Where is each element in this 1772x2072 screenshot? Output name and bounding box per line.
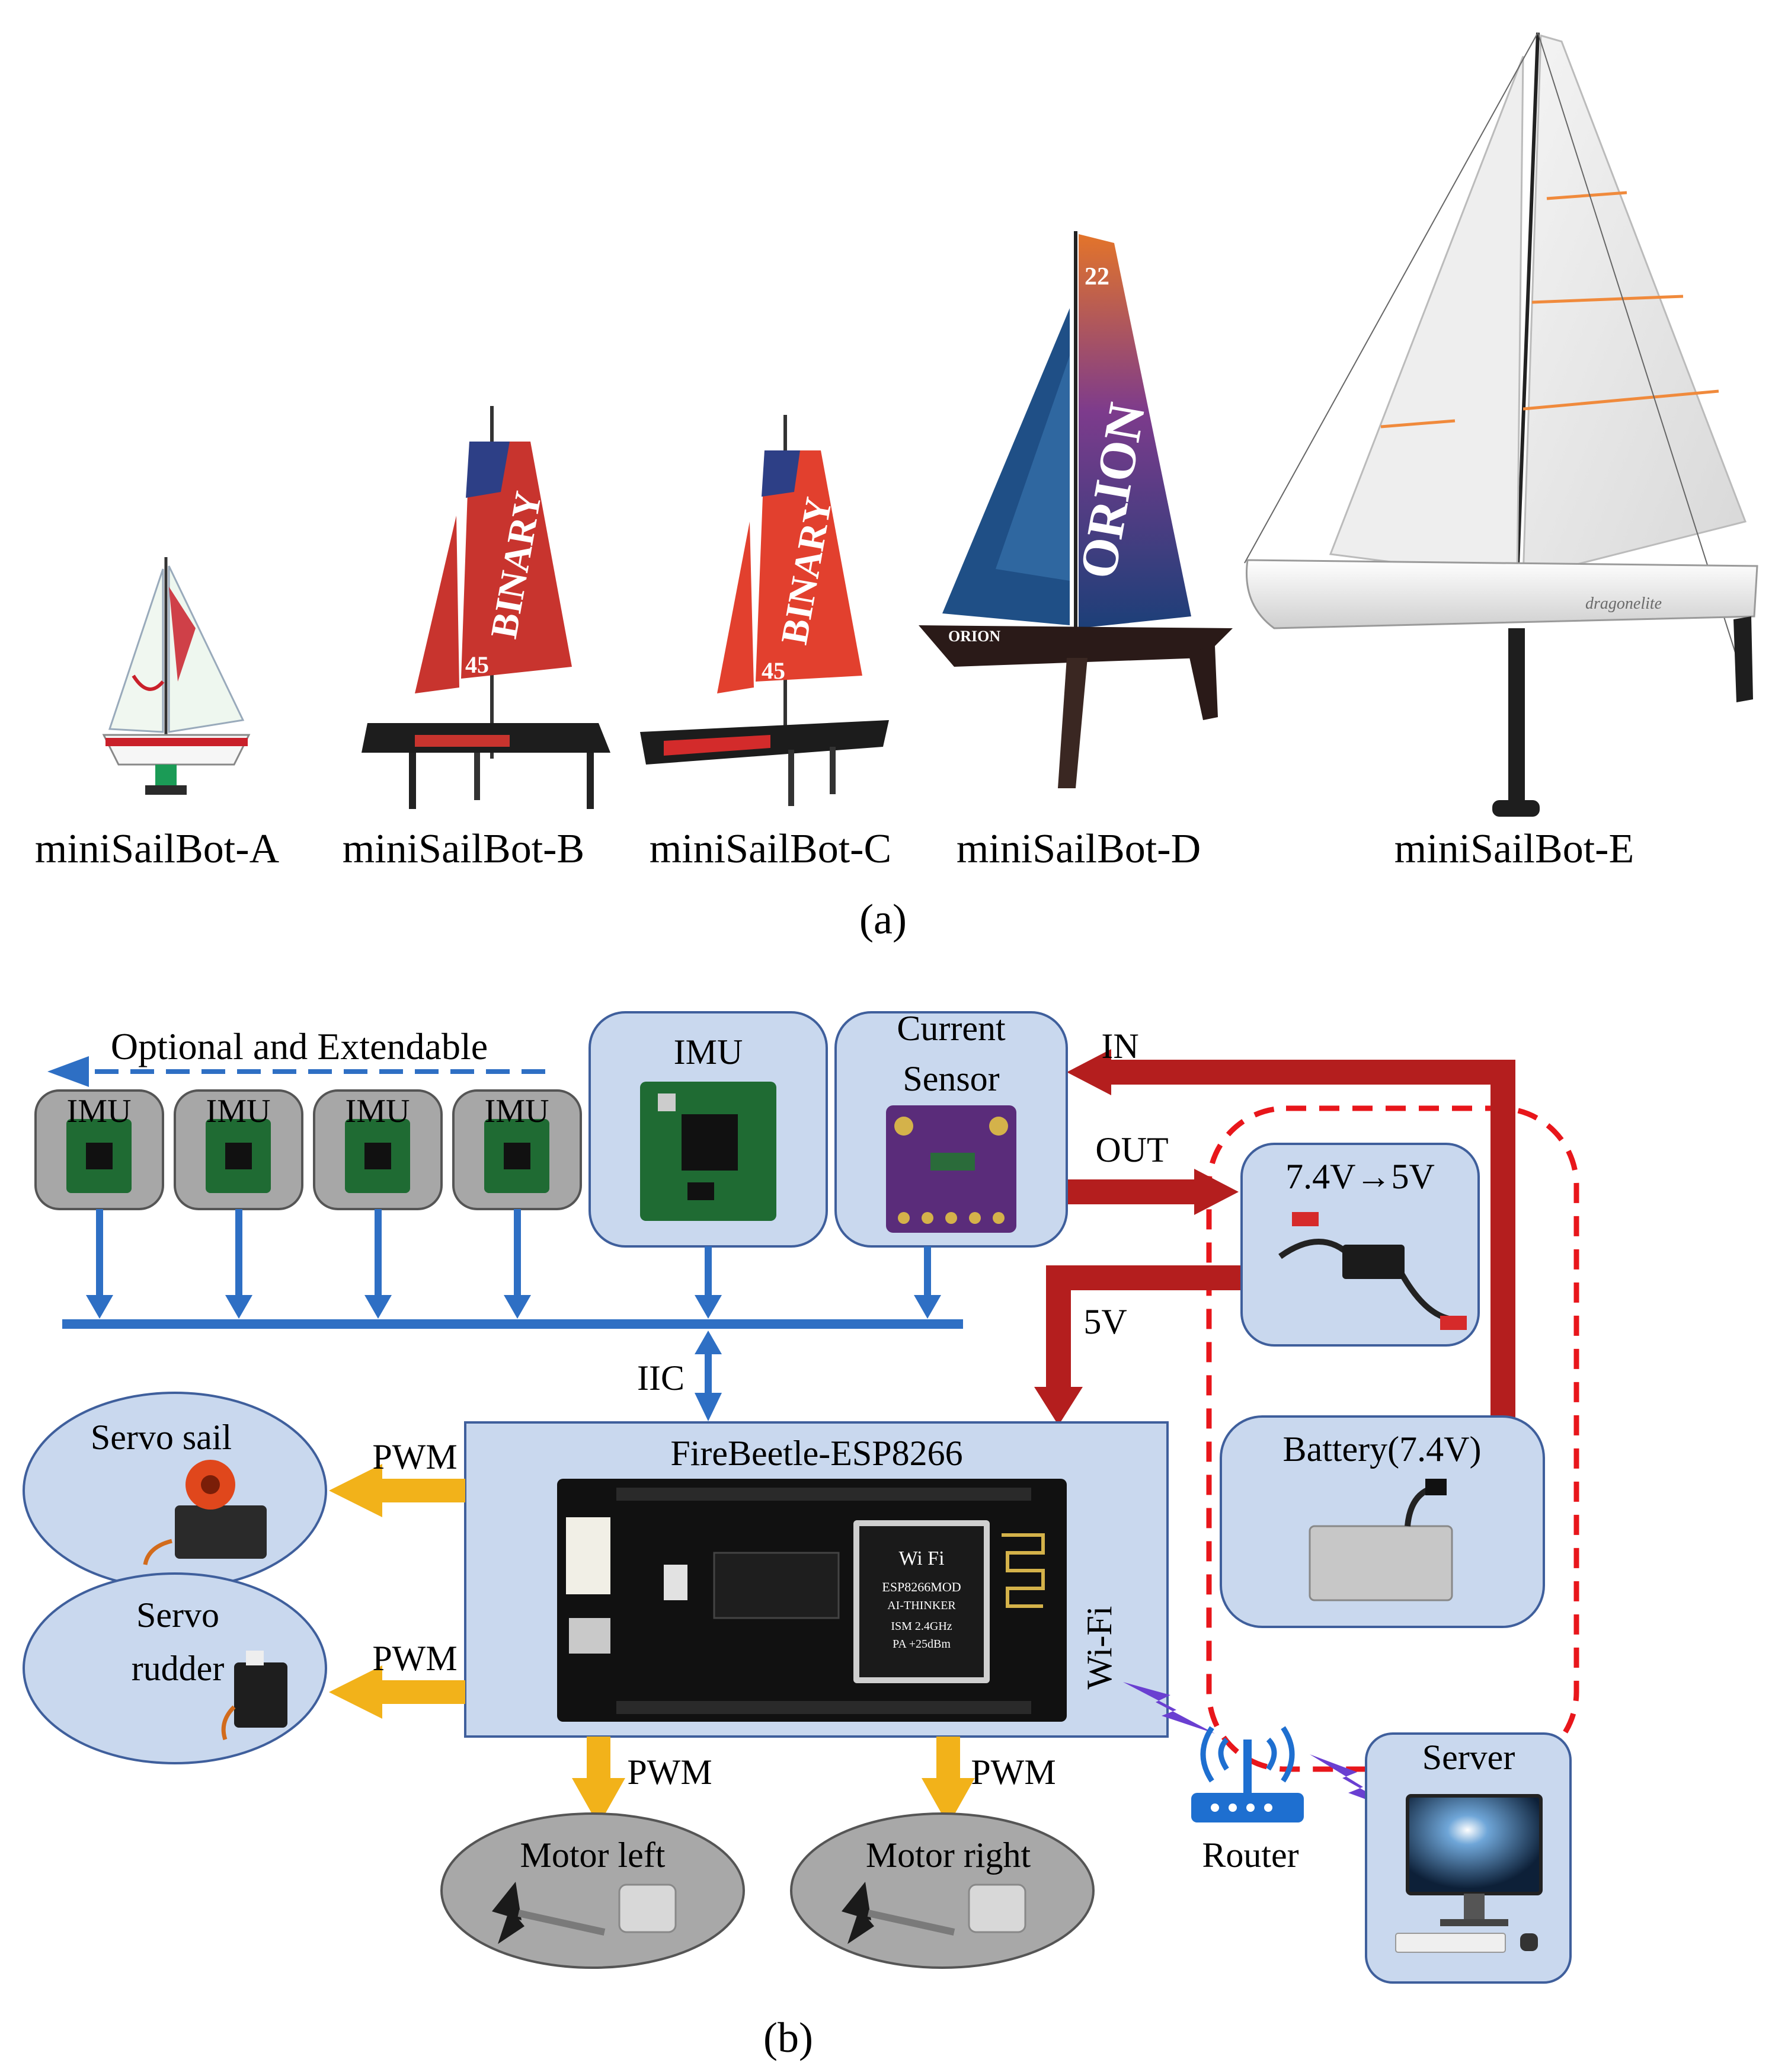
pwm-label-right: PWM xyxy=(971,1753,1055,1792)
panel-b-caption: (b) xyxy=(763,2014,813,2061)
server-box: Server xyxy=(1365,1732,1572,1984)
boat-label-e: miniSailBot-E xyxy=(1394,826,1634,872)
boat-a-image xyxy=(102,557,251,795)
current-sensor-label-2: Sensor xyxy=(903,1059,999,1098)
motor-left-label: Motor left xyxy=(520,1836,666,1875)
router-label: Router xyxy=(1202,1836,1298,1875)
battery-label: Battery(7.4V) xyxy=(1283,1430,1482,1469)
servo-sail-label: Servo sail xyxy=(91,1418,232,1457)
imu-small-label-3: IMU xyxy=(346,1093,410,1130)
pwm-label-left: PWM xyxy=(627,1753,712,1792)
boat-c-image: BINARY 45 xyxy=(640,415,889,806)
servo-rudder-label-2: rudder xyxy=(132,1649,225,1688)
motor-right: Motor right xyxy=(790,1812,1095,1969)
servo-rudder: Servo rudder xyxy=(23,1572,327,1764)
servo-sail: Servo sail xyxy=(23,1392,327,1590)
pwm-label-sail: PWM xyxy=(372,1437,457,1476)
imu-main: IMU xyxy=(588,1011,828,1248)
pwm-label-rudder: PWM xyxy=(372,1639,457,1678)
current-sensor: Current Sensor xyxy=(834,1009,1068,1248)
motor-left: Motor left xyxy=(440,1812,745,1969)
in-label: IN xyxy=(1101,1027,1138,1066)
current-sensor-label-1: Current xyxy=(897,1009,1006,1048)
boat-c-sail-number: 45 xyxy=(762,657,785,684)
boat-b-image: BINARY 45 xyxy=(362,406,610,809)
pwm-arrows xyxy=(329,1464,975,1825)
imu-small-label-2: IMU xyxy=(206,1093,271,1130)
mcu-box: FireBeetle-ESP8266 Wi Fi ESP8266MOD AI-T… xyxy=(464,1421,1169,1738)
chip-module-text: ESP8266MOD xyxy=(882,1579,961,1594)
five-v-label: 5V xyxy=(1083,1302,1127,1341)
boat-label-b: miniSailBot-B xyxy=(343,826,584,872)
chip-brand-text: Wi Fi xyxy=(898,1547,944,1569)
wifi-bolt-server xyxy=(1310,1754,1405,1814)
chip-ism-text: ISM 2.4GHz xyxy=(891,1620,952,1633)
boat-e-image: dragonelite xyxy=(1244,32,1758,817)
boat-label-d: miniSailBot-D xyxy=(957,826,1201,872)
boat-d-hull-text: ORION xyxy=(948,628,1000,645)
out-label: OUT xyxy=(1095,1130,1168,1169)
boat-b-sail-number: 45 xyxy=(465,651,489,678)
boat-e-hull-text: dragonelite xyxy=(1585,594,1662,613)
boat-d-sail-number: 22 xyxy=(1085,263,1109,290)
converter-box: 7.4V→5V xyxy=(1240,1143,1480,1347)
servo-rudder-label-1: Servo xyxy=(136,1595,219,1635)
panel-b: Optional and Extendable IMU IMU IMU IMU xyxy=(23,1009,1579,2061)
imu-small-3: IMU xyxy=(313,1089,443,1210)
battery-box: Battery(7.4V) xyxy=(1220,1415,1545,1628)
motor-right-label: Motor right xyxy=(866,1836,1031,1875)
imu-small-label-1: IMU xyxy=(67,1093,132,1130)
converter-label: 7.4V→5V xyxy=(1285,1157,1435,1196)
power-lines xyxy=(1034,1049,1515,1425)
iic-bus xyxy=(62,1319,963,1329)
chip-vendor-text: AI-THINKER xyxy=(887,1599,956,1612)
router-icon xyxy=(1191,1726,1304,1822)
imu-small-label-4: IMU xyxy=(485,1093,549,1130)
imu-main-label: IMU xyxy=(674,1032,743,1072)
iic-label: IIC xyxy=(637,1358,685,1398)
boat-label-c: miniSailBot-C xyxy=(650,826,891,872)
mcu-label: FireBeetle-ESP8266 xyxy=(670,1434,962,1473)
wifi-bolt-mcu xyxy=(1123,1682,1215,1734)
imu-small-1: IMU xyxy=(34,1089,164,1210)
wifi-label: Wi-Fi xyxy=(1080,1606,1119,1690)
server-label: Server xyxy=(1422,1738,1515,1777)
panel-a-caption: (a) xyxy=(859,896,907,943)
bus-drops xyxy=(86,1209,941,1421)
optional-label: Optional and Extendable xyxy=(111,1025,488,1067)
imu-small-2: IMU xyxy=(174,1089,303,1210)
boat-d-image: ORION 22 ORION xyxy=(919,231,1233,788)
boat-label-a: miniSailBot-A xyxy=(35,826,280,872)
panel-a: BINARY 45 BINARY 45 ORION xyxy=(35,32,1758,943)
imu-small-4: IMU xyxy=(452,1089,582,1210)
optional-arrow-head xyxy=(47,1056,89,1087)
chip-pa-text: PA +25dBm xyxy=(893,1638,951,1651)
